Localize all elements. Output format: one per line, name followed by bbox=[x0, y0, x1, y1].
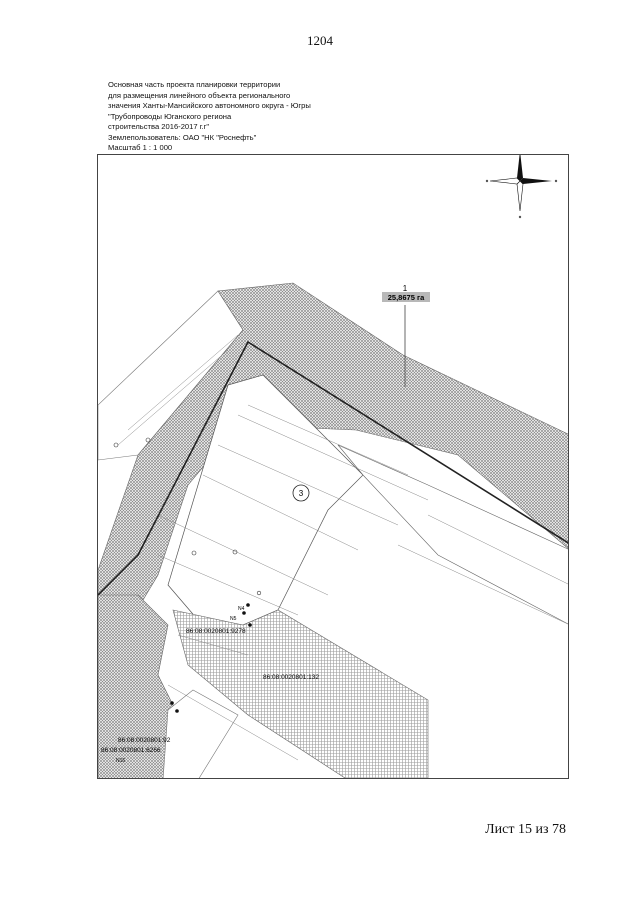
map-scale: Масштаб 1 : 1 000 bbox=[108, 143, 173, 152]
plot-boundary[interactable] bbox=[98, 340, 569, 596]
hatched-zone-left bbox=[98, 594, 179, 778]
survey-points bbox=[113, 437, 262, 713]
plot-area: 25,8675 га bbox=[388, 293, 425, 302]
header-line: Основная часть проекта планировки террит… bbox=[108, 80, 281, 89]
point-label: N5 bbox=[230, 616, 237, 622]
plot-number: 1 bbox=[403, 284, 408, 293]
map-header: Основная часть проекта планировки террит… bbox=[108, 80, 408, 154]
work-area bbox=[167, 374, 364, 626]
cadastral-label: 86:08:0020801:9278 bbox=[186, 628, 246, 635]
map-frame[interactable]: 1 25,8675 га 3 bbox=[97, 154, 569, 779]
point-label: N4 bbox=[238, 606, 245, 612]
cadastral-label: 86:08:0020801:6266 bbox=[101, 747, 161, 754]
sheet-counter: Лист 15 из 78 bbox=[485, 822, 566, 837]
cadastral-label: 86:08:0020801:132 bbox=[263, 674, 319, 681]
header-line: Землепользователь: ОАО "НК "Роснефть" bbox=[108, 132, 257, 142]
header-line: "Трубопроводы Юганского региона bbox=[108, 111, 232, 121]
pipeline-corridor bbox=[337, 444, 568, 625]
zone-marker-circle[interactable] bbox=[292, 484, 310, 502]
road-lower bbox=[162, 689, 239, 778]
header-line: для размещения линейного объекта региона… bbox=[108, 90, 291, 100]
plot-area-box bbox=[382, 292, 430, 302]
survey-lines bbox=[117, 334, 568, 761]
header-line: строительства 2016-2017 г.г" bbox=[108, 122, 210, 131]
map-canvas[interactable]: 1 25,8675 га 3 bbox=[98, 155, 569, 779]
point-label: N16 bbox=[116, 758, 125, 764]
zone-marker-label: 3 bbox=[299, 489, 304, 498]
cadastral-label: 86:08:0020801:92 bbox=[118, 737, 171, 744]
page-number: 1204 bbox=[307, 33, 333, 48]
header-line: значения Ханты-Мансийского автономного о… bbox=[108, 101, 311, 110]
compass-rose-icon bbox=[485, 155, 558, 219]
